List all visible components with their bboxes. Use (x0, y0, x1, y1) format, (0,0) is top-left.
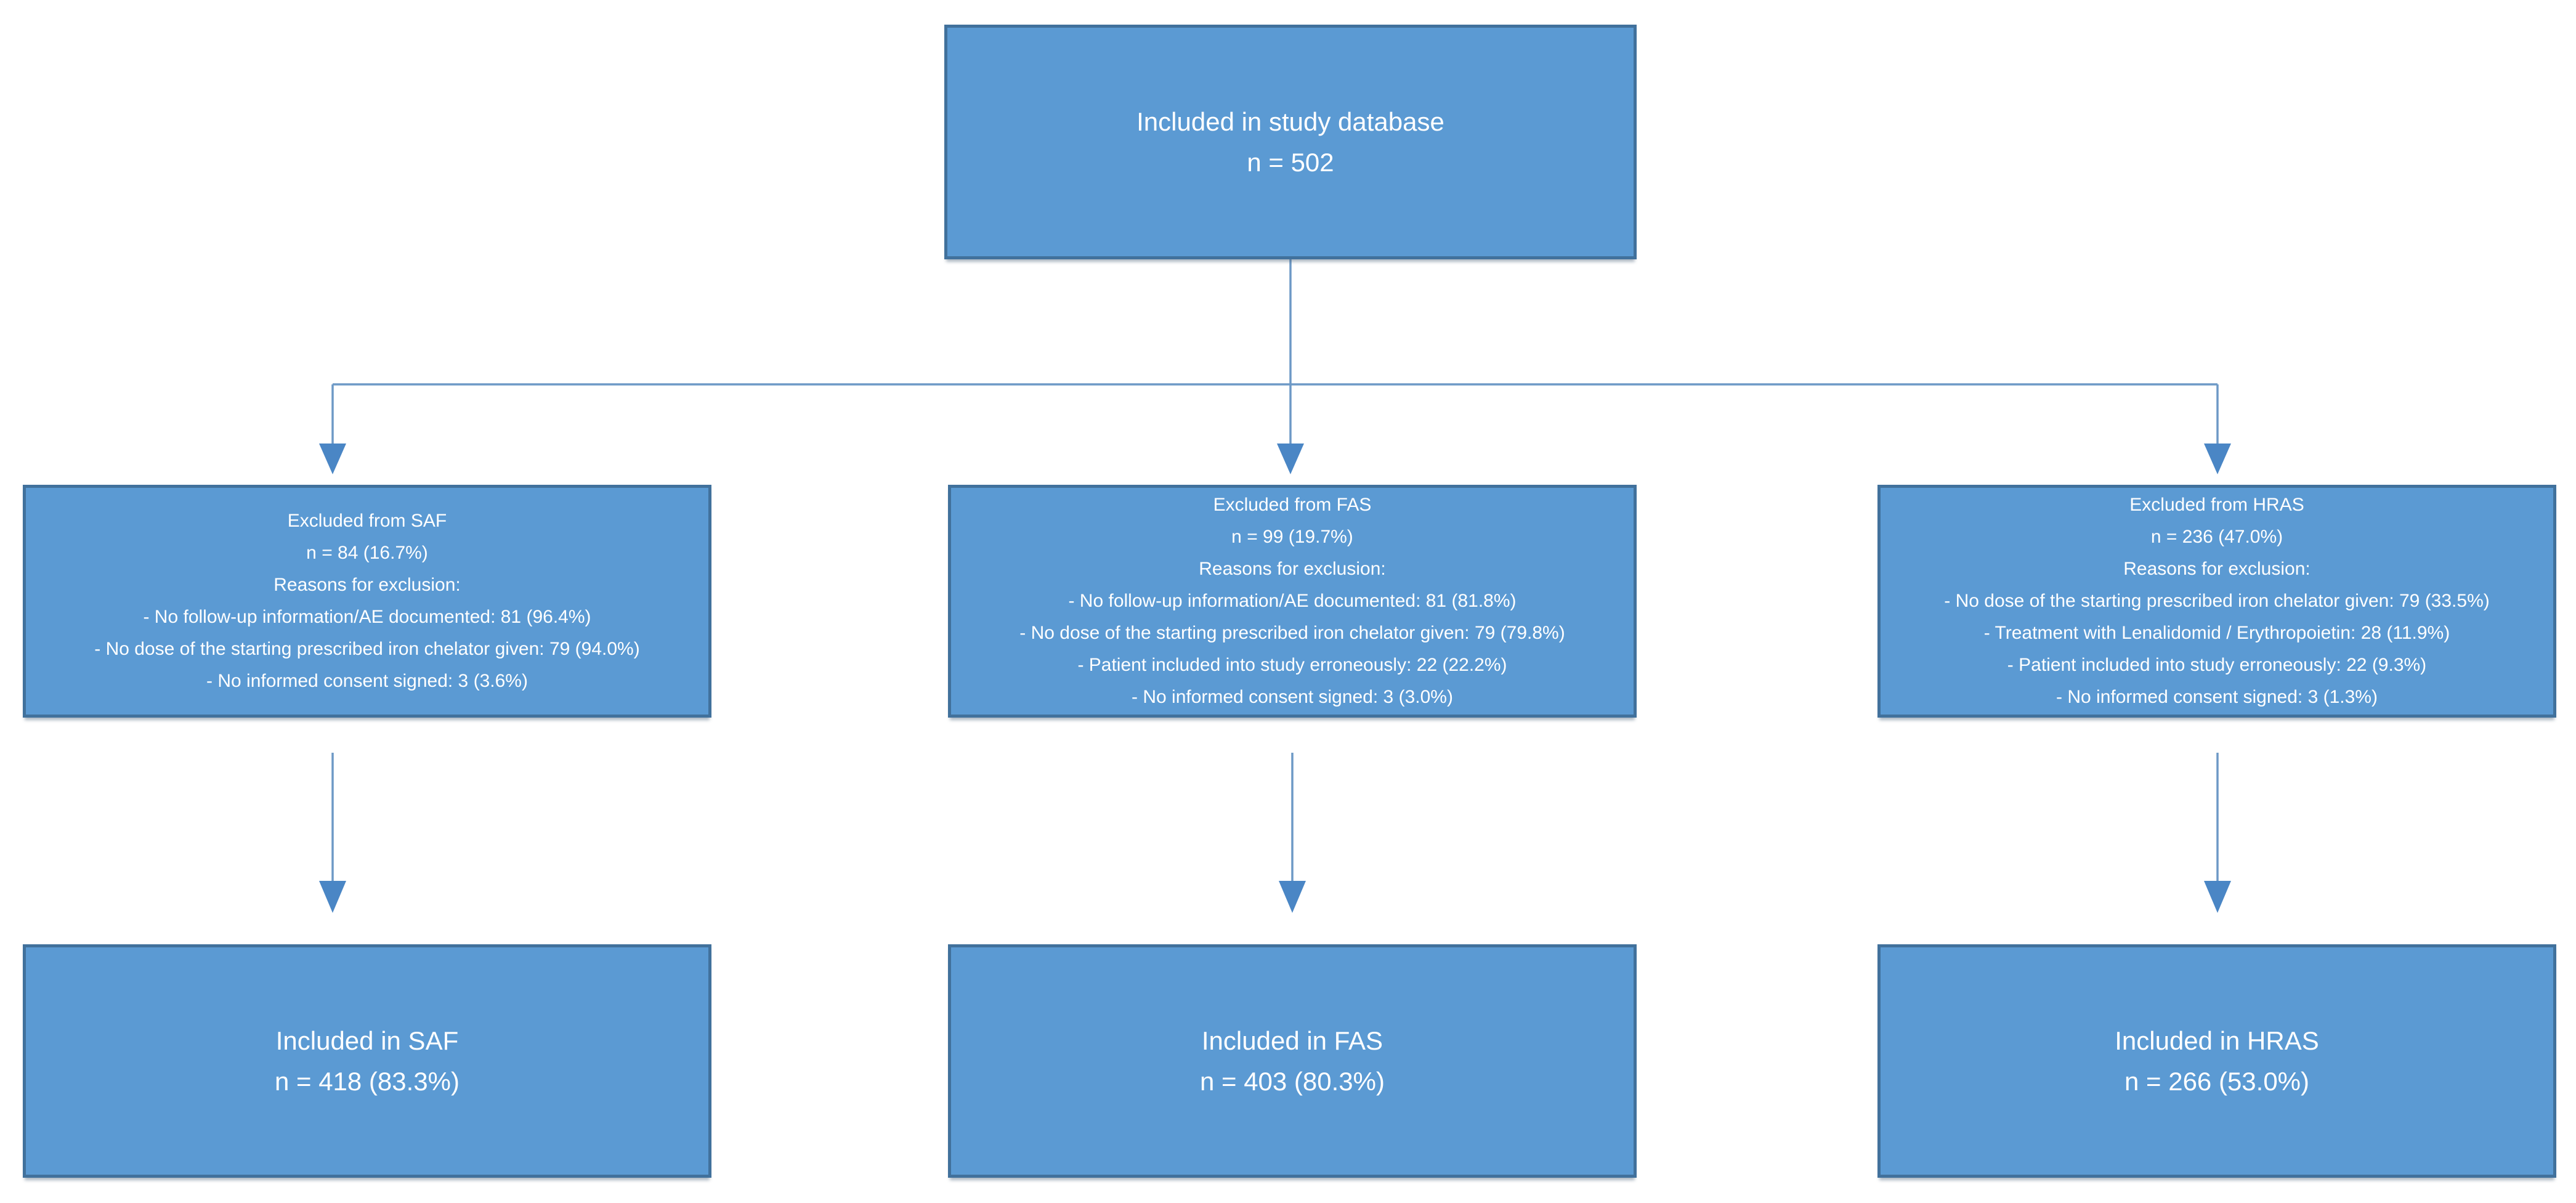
reason-item: - No informed consent signed: 3 (1.3%) (2056, 687, 2378, 707)
reason-item: - No dose of the starting prescribed iro… (1019, 623, 1565, 643)
reason-item: - No informed consent signed: 3 (3.6%) (206, 671, 528, 691)
node-title: Excluded from FAS (1213, 495, 1372, 515)
node-count: n = 266 (53.0%) (2124, 1066, 2310, 1096)
arrowhead-excluded-saf (319, 444, 346, 474)
reason-item: - No follow-up information/AE documented… (1068, 591, 1517, 611)
node-included-hras: Included in HRAS n = 266 (53.0%) (1877, 944, 2556, 1178)
node-count: n = 403 (80.3%) (1199, 1066, 1385, 1096)
node-title: Included in HRAS (2115, 1026, 2319, 1055)
node-count: n = 418 (83.3%) (274, 1066, 460, 1096)
node-count: n = 99 (19.7%) (1231, 527, 1353, 547)
node-excluded-saf: Excluded from SAF n = 84 (16.7%) Reasons… (23, 485, 711, 718)
reason-item: - No follow-up information/AE documented… (143, 607, 591, 627)
node-count: n = 84 (16.7%) (306, 543, 428, 563)
reasons-header: Reasons for exclusion: (1199, 559, 1386, 579)
arrowhead-excluded-fas (1277, 444, 1304, 474)
reason-item: - No dose of the starting prescribed iro… (1944, 591, 2490, 611)
node-included-fas: Included in FAS n = 403 (80.3%) (948, 944, 1637, 1178)
node-count: n = 502 (1247, 147, 1334, 177)
node-title: Excluded from SAF (287, 511, 447, 531)
arrowhead-included-fas (1279, 881, 1306, 913)
node-title: Excluded from HRAS (2129, 495, 2304, 515)
reason-item: - Treatment with Lenalidomid / Erythropo… (1983, 623, 2450, 643)
node-title: Included in FAS (1201, 1026, 1383, 1055)
reason-item: - No dose of the starting prescribed iro… (94, 639, 640, 659)
node-excluded-fas: Excluded from FAS n = 99 (19.7%) Reasons… (948, 485, 1637, 718)
reasons-header: Reasons for exclusion: (2123, 559, 2311, 579)
node-count: n = 236 (47.0%) (2150, 527, 2283, 547)
reason-item: - Patient included into study erroneousl… (1077, 655, 1507, 675)
node-title: Included in SAF (275, 1026, 459, 1055)
node-included-saf: Included in SAF n = 418 (83.3%) (23, 944, 711, 1178)
arrowhead-excluded-hras (2204, 444, 2231, 474)
reason-item: - No informed consent signed: 3 (3.0%) (1132, 687, 1453, 707)
node-included-study-database: Included in study database n = 502 (944, 25, 1637, 259)
node-title: Included in study database (1136, 107, 1444, 136)
reasons-header: Reasons for exclusion: (273, 575, 461, 595)
arrowhead-included-saf (319, 881, 346, 913)
node-excluded-hras: Excluded from HRAS n = 236 (47.0%) Reaso… (1877, 485, 2556, 718)
arrowhead-included-hras (2204, 881, 2231, 913)
reason-item: - Patient included into study erroneousl… (2007, 655, 2427, 675)
